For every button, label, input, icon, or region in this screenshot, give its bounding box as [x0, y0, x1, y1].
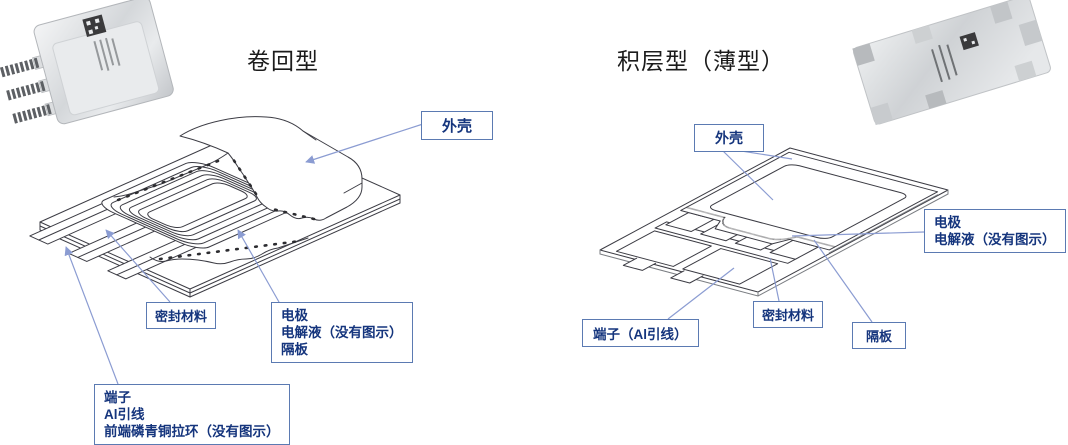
casing-sheet	[669, 152, 937, 256]
label-electrode-left: 电极 电解液（没有图示） 隔板	[271, 302, 413, 363]
leader-seal-right	[769, 257, 780, 302]
right-title: 积层型（薄型）	[617, 48, 785, 74]
laminated-cell-photo	[852, 0, 1051, 126]
label-seal-right: 密封材料	[753, 301, 824, 328]
lead-plate	[683, 249, 778, 285]
lower-seal-wave	[150, 238, 308, 264]
photo-qr-code	[959, 32, 979, 51]
label-terminal-right: 端子（Al引线）	[582, 319, 699, 347]
lower-seal-ticks	[158, 239, 302, 261]
label-electrode-right: 电极 电解液（没有图示）	[924, 209, 1066, 253]
dome-contours	[303, 131, 362, 193]
label-seal-left: 密封材料	[146, 302, 217, 329]
label-line: Al引线	[104, 407, 145, 422]
label-separator-right: 隔板	[852, 322, 907, 349]
wound-type-diagram	[30, 117, 400, 297]
casing-cavity-outline	[706, 163, 910, 240]
label-terminal-left: 端子 Al引线 前端磷青铜拉环（没有图示）	[94, 384, 290, 445]
leader-separator-right	[813, 239, 873, 323]
winding-layers	[95, 159, 301, 251]
terminal-tab	[671, 271, 703, 283]
label-line: 端子	[104, 390, 131, 405]
left-title: 卷回型	[247, 48, 319, 74]
seam-dotted	[675, 207, 835, 253]
leader-lines	[64, 123, 925, 385]
leader-electrode-right	[791, 231, 925, 237]
laminate-features	[593, 152, 937, 297]
label-line: 隔板	[281, 342, 308, 357]
leader-seal-left	[105, 229, 171, 303]
photo-print-text	[931, 44, 958, 83]
wound-cell-photo	[0, 0, 174, 125]
leader-terminal-left	[64, 246, 119, 385]
upper-seal-ticks	[229, 154, 316, 221]
label-line: 前端磷青铜拉环（没有图示）	[104, 424, 280, 439]
case-dome	[180, 117, 362, 221]
label-line: 电极	[934, 215, 961, 230]
photo-qr-code	[82, 14, 107, 38]
photo-print-text	[93, 37, 121, 71]
leader-case-right-2	[721, 149, 774, 201]
photo-checker-corners	[852, 1, 1043, 126]
label-line: 电解液（没有图示）	[281, 325, 403, 340]
terminal-tab	[623, 258, 655, 270]
lead-plate	[616, 231, 711, 267]
leader-electrode-left	[237, 229, 280, 303]
label-line: 电极	[281, 308, 308, 323]
leader-terminal-right	[667, 267, 735, 320]
label-case-left: 外壳	[421, 111, 493, 140]
label-case-right: 外壳	[694, 124, 764, 152]
leader-case-left	[305, 123, 424, 164]
label-line: 电解液（没有图示）	[934, 232, 1056, 247]
laminated-type-diagram	[593, 148, 948, 297]
seal-strip	[655, 222, 799, 263]
